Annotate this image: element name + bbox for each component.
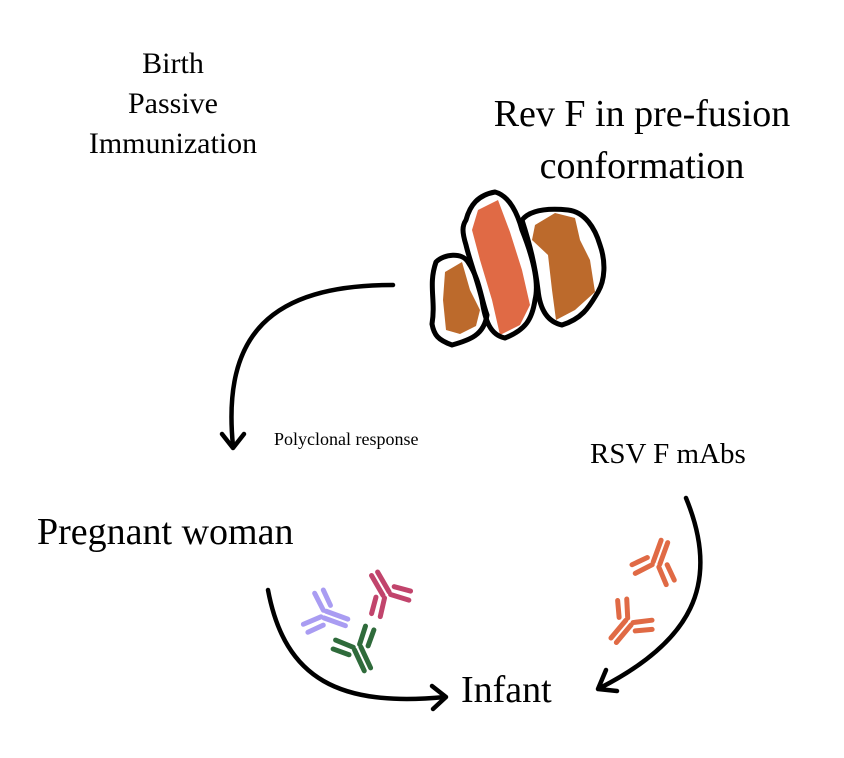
arrow-mabs-to-infant: [597, 495, 703, 691]
pregnant-woman-label: Pregnant woman: [37, 511, 294, 553]
infant-label: Infant: [461, 669, 552, 711]
antibody-orange-icon: [630, 534, 686, 587]
antibody-magenta-icon: [355, 562, 414, 619]
birth-passive-immunization-label: Birth Passive Immunization: [60, 44, 286, 164]
label-line: Rev F in pre-fusion: [493, 93, 791, 135]
arrow-pregnant-woman-to-infant: [265, 587, 448, 702]
antibody-purple-icon: [301, 588, 354, 644]
label-line: Immunization: [88, 127, 258, 160]
label-line: Birth: [142, 47, 204, 80]
label-line: Passive: [128, 87, 218, 120]
arrow-protein-to-pregnant-woman: [229, 282, 396, 449]
polyclonal-response-label: Polyclonal response: [274, 429, 419, 449]
arrowhead-down: [219, 431, 247, 451]
arrowhead-right: [429, 683, 449, 712]
arrowhead-left: [595, 667, 620, 694]
antibody-green-icon: [330, 624, 388, 679]
label-line: conformation: [539, 145, 745, 187]
rev-f-title: Rev F in pre-fusion conformation: [442, 88, 842, 192]
rsv-f-mabs-label: RSV F mAbs: [590, 438, 746, 470]
prefusion-f-protein-icon: [429, 189, 607, 348]
antibody-orange-icon: [596, 595, 656, 655]
